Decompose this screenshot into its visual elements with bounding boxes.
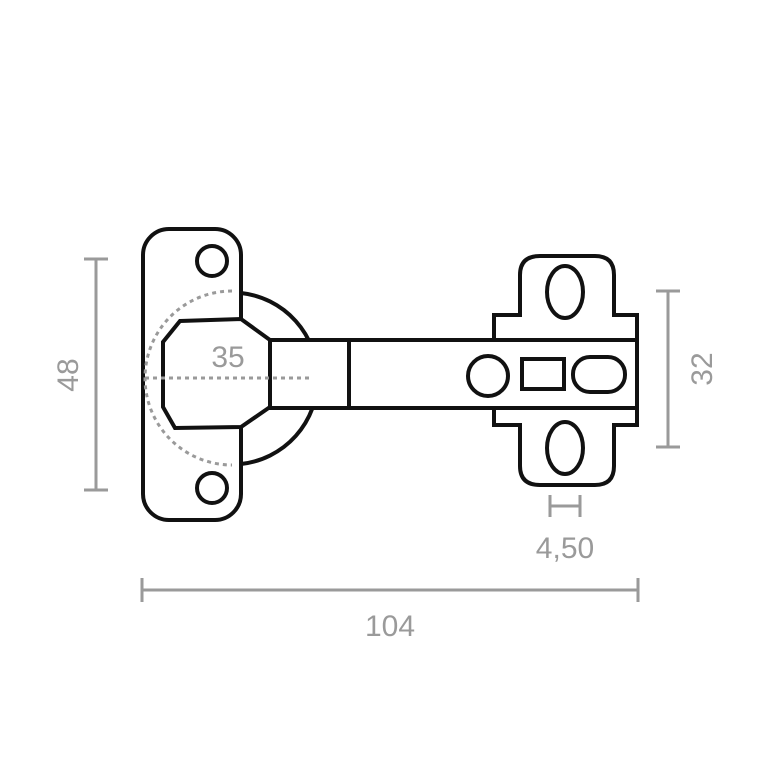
dim-450-label: 4,50 — [536, 532, 594, 565]
dim-48-label: 48 — [52, 358, 85, 391]
hinge-arm — [268, 338, 639, 410]
dim-450-line — [548, 495, 582, 517]
slot-top — [545, 264, 585, 320]
adjust-screw — [466, 354, 510, 398]
dim-48-line — [84, 257, 108, 492]
slot-bottom — [545, 420, 585, 476]
screw-hole-top — [195, 244, 229, 278]
dim-104-line — [140, 578, 640, 602]
screw-hole-bottom — [195, 471, 229, 505]
slot-right — [571, 355, 627, 394]
dim-32-line — [656, 289, 680, 449]
dim-35-label: 35 — [211, 341, 244, 374]
square-hole — [520, 357, 566, 391]
dim-104-label: 104 — [365, 610, 415, 643]
cup-body — [161, 316, 272, 431]
dim-32-label: 32 — [686, 352, 719, 385]
